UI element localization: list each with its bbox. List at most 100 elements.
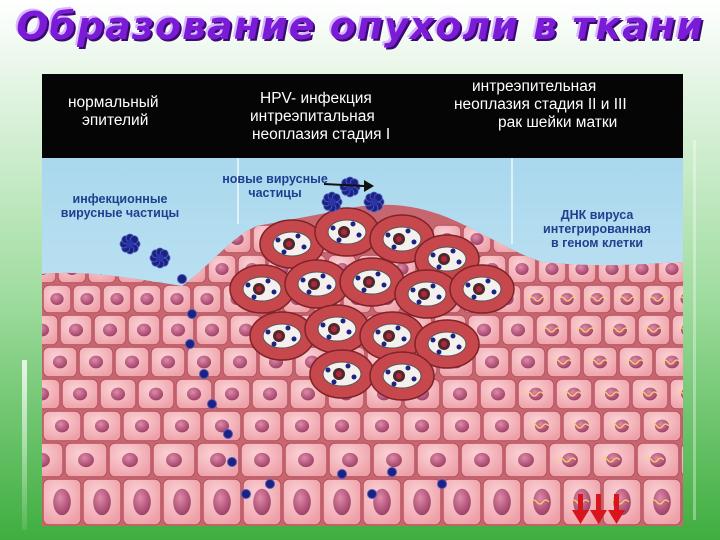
virus-particle <box>227 457 237 467</box>
epithelial-cell <box>328 442 372 478</box>
virus-particle <box>177 274 187 284</box>
infected-cell <box>249 311 315 361</box>
epithelial-cell <box>102 284 132 314</box>
virus-particles <box>119 176 447 499</box>
epithelial-cell <box>196 442 240 478</box>
epithelial-cell <box>122 410 162 442</box>
epithelial-cell <box>669 378 683 410</box>
epithelial-cell <box>642 478 682 526</box>
epithelial-cell <box>546 346 582 378</box>
epithelial-cell <box>562 410 602 442</box>
virus-particle <box>185 339 195 349</box>
epithelial-cell <box>42 378 61 410</box>
epithelial-cell <box>99 378 137 410</box>
infected-cell <box>414 319 480 369</box>
epithelial-cell <box>72 284 102 314</box>
virus-cluster <box>339 176 361 198</box>
epithelial-cell <box>501 314 535 346</box>
epithelial-cell <box>535 314 569 346</box>
epithelial-cell <box>372 442 416 478</box>
epithelial-cell <box>175 378 213 410</box>
epithelial-cell <box>618 346 654 378</box>
epithelial-cell <box>569 314 603 346</box>
epithelial-cell <box>195 314 229 346</box>
epithelial-cell <box>42 478 82 526</box>
epithelial-cell <box>82 478 122 526</box>
epithelial-cell <box>680 442 683 478</box>
epithelial-cell <box>162 478 202 526</box>
label-viral-dna-integrated: ДНК вируса интегрированная в геном клетк… <box>543 208 651 250</box>
epithelial-cell <box>479 378 517 410</box>
epithelial-cell <box>642 284 672 314</box>
header-cin2-3-cancer: интреэпительная неоплазия стадия II и II… <box>454 78 627 131</box>
virus-release-arrowhead <box>364 180 374 192</box>
virus-release-arrow <box>323 183 365 187</box>
epithelial-cell <box>522 284 552 314</box>
epithelial-cell <box>93 314 127 346</box>
slide-title: Образование опухоли в ткани <box>16 4 704 48</box>
header-hpv-infection-cin1: HPV- инфекция интреэпитальная неоплазия … <box>250 90 391 143</box>
header-band <box>42 74 683 158</box>
red-arrow-1 <box>572 494 589 524</box>
infected-cell <box>309 349 375 399</box>
red-arrow-3 <box>608 494 625 524</box>
epithelial-cell <box>671 314 683 346</box>
epithelial-cell <box>207 254 237 284</box>
epithelial-cell <box>322 410 362 442</box>
infected-cell <box>284 259 350 309</box>
epithelial-cell <box>552 284 582 314</box>
epithelial-cell <box>631 378 669 410</box>
infected-cell <box>449 264 515 314</box>
virus-cluster <box>321 191 343 213</box>
epithelial-cell <box>507 254 537 284</box>
virus-cluster <box>363 191 385 213</box>
epithelial-cell <box>162 284 192 314</box>
epithelial-cell <box>672 284 683 314</box>
epithelial-cell <box>322 478 362 526</box>
epithelial-cell <box>242 410 282 442</box>
epithelial-cell <box>78 346 114 378</box>
epithelial-cell <box>517 378 555 410</box>
epithelial-cell <box>222 346 258 378</box>
virus-cluster <box>149 247 171 269</box>
epithelial-cell <box>240 442 284 478</box>
epithelial-cell <box>548 442 592 478</box>
virus-cluster <box>119 233 141 255</box>
virus-particle <box>223 429 233 439</box>
epithelial-cell <box>582 346 618 378</box>
epithelial-cell <box>637 314 671 346</box>
infected-cell-cluster <box>229 207 515 401</box>
epithelial-cell <box>150 346 186 378</box>
epithelial-cell <box>602 478 642 526</box>
header-normal-epithelium: нормальный эпителий <box>68 94 159 129</box>
epithelial-cell <box>284 442 328 478</box>
epithelial-cell <box>642 410 682 442</box>
virus-particle <box>265 479 275 489</box>
epithelial-cell <box>441 378 479 410</box>
epithelial-cell <box>161 314 195 346</box>
epithelial-cell <box>59 314 93 346</box>
epithelial-cell <box>442 410 482 442</box>
epithelial-cell <box>460 442 504 478</box>
epithelial-cell <box>474 346 510 378</box>
tumor-formation-figure: нормальный эпителий HPV- инфекция интреэ… <box>42 74 683 526</box>
epithelial-cell <box>127 314 161 346</box>
epithelial-cell <box>152 442 196 478</box>
epithelial-cell <box>132 284 162 314</box>
epithelial-cell <box>108 442 152 478</box>
epithelial-cell <box>122 478 162 526</box>
epithelial-cell <box>251 378 289 410</box>
epithelial-cell <box>636 442 680 478</box>
epithelial-cell <box>362 410 402 442</box>
infected-cell <box>229 264 295 314</box>
infected-cell <box>394 269 460 319</box>
epithelial-cell <box>362 478 402 526</box>
decorative-rule-right <box>693 140 696 520</box>
virus-particle <box>207 399 217 409</box>
epithelial-cell <box>42 314 59 346</box>
epithelial-cell <box>202 478 242 526</box>
epithelial-cell <box>593 378 631 410</box>
infected-cell <box>314 207 380 257</box>
epithelial-cell <box>482 478 522 526</box>
epithelial-cell <box>402 478 442 526</box>
